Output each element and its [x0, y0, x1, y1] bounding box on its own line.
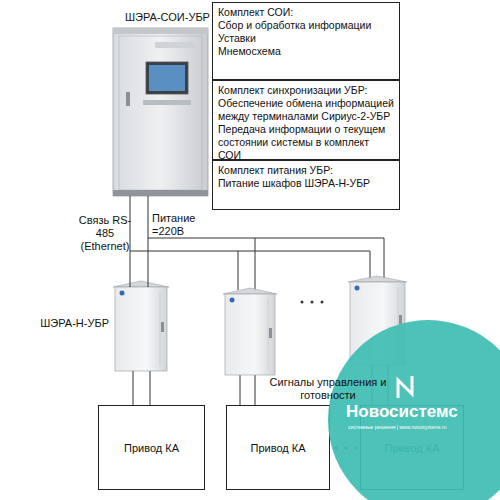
drive-box: Привод КА	[226, 405, 330, 490]
connector-wire	[130, 196, 131, 287]
box-heading: Комплект СОИ:	[218, 6, 394, 19]
main-cabinet-node: ШЭРА-СОИ-УБР	[113, 28, 208, 196]
connector-wire	[150, 371, 151, 405]
box-text: Уставки	[218, 32, 394, 45]
link-label: Связь RS-485 (Ethernet)	[76, 214, 134, 253]
box-text: Мнемосхема	[218, 45, 394, 58]
power-label: Питание =220В	[152, 212, 212, 238]
box-text: Обеспечение обмена информацией между тер…	[218, 97, 394, 123]
connector-wire	[133, 371, 134, 405]
field-cabinet	[223, 288, 277, 375]
box-text: Привод КА	[251, 442, 306, 454]
box-text: Привод КА	[124, 442, 179, 454]
box-text: Питание шкафов ШЭРА-Н-УБР	[218, 177, 394, 190]
function-box: Комплект синхронизации УБР:Обеспечение о…	[212, 80, 400, 160]
watermark-logo	[398, 376, 412, 398]
watermark-circle	[328, 320, 500, 500]
signal-label: Сигналы управления и готовности	[266, 376, 390, 402]
box-text: Сбор и обработка информации	[218, 19, 394, 32]
box-heading: Комплект синхронизации УБР:	[218, 84, 394, 97]
watermark-text: Новосистемс	[346, 402, 476, 422]
connector-wire	[148, 196, 149, 287]
box-heading: Комплект питания УБР:	[218, 164, 394, 177]
box-text: Передача информации о текущем состоянии …	[218, 123, 394, 162]
main-cabinet	[113, 28, 208, 196]
field-cabinet-node: ШЭРА-Н-УБР	[115, 287, 167, 371]
watermark-subtext: системные решения | www.novosystems.ru	[348, 424, 498, 430]
box-text: ШЭРА-Н-УБР	[40, 317, 109, 329]
box-text: ШЭРА-СОИ-УБР	[125, 11, 210, 23]
function-box: Комплект питания УБР:Питание шкафов ШЭРА…	[212, 160, 400, 210]
function-box: Комплект СОИ:Сбор и обработка информации…	[212, 2, 400, 80]
drive-box: Привод КА	[98, 405, 205, 490]
field-cabinet	[113, 281, 169, 371]
